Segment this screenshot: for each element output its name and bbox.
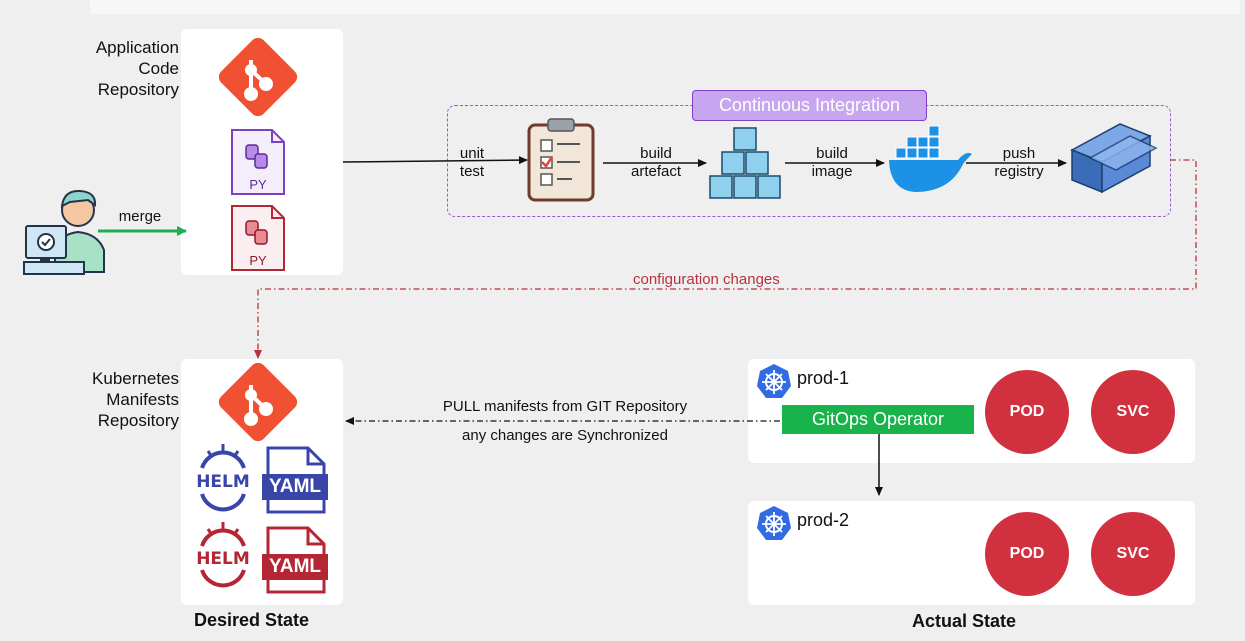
prod-1-label: prod-1	[797, 368, 850, 388]
python-file-icon-red	[231, 205, 285, 271]
yaml-file-icon-red	[262, 526, 328, 594]
yaml-file-icon-blue	[262, 446, 328, 514]
config-changes-line	[254, 159, 1197, 359]
developer-icon	[23, 189, 105, 275]
prod-2-label: prod-2	[797, 510, 850, 530]
git-branch-icon-app	[244, 60, 273, 101]
helm-icon-red: HELM	[196, 522, 250, 588]
config-changes-label: configuration changes	[633, 271, 780, 288]
top-band	[90, 0, 1240, 14]
helm-icon-blue: HELM	[196, 444, 250, 512]
git-branch-icon-k8s	[244, 385, 273, 426]
pull-text-line1: PULL manifests from GIT Repository	[442, 398, 688, 415]
clipboard-icon	[527, 118, 595, 202]
py-label-purple: PY	[249, 177, 267, 192]
svc-circle-prod2: SVC	[1091, 512, 1175, 596]
py-label-red: PY	[249, 253, 267, 268]
app-repo-label: Application Code Repository	[95, 38, 179, 99]
helm-label-blue: HELM	[196, 472, 250, 492]
helm-label-red: HELM	[196, 549, 250, 569]
yaml-label-red: YAML	[268, 556, 322, 577]
kubernetes-icon-prod2	[757, 506, 791, 540]
ci-title: Continuous Integration	[692, 90, 927, 121]
k8s-repo-label: Kubernetes Manifests Repository	[92, 369, 179, 430]
merge-label: merge	[118, 208, 162, 225]
actual-state-label: Actual State	[912, 611, 1017, 631]
pod-circle-prod2: POD	[985, 512, 1069, 596]
docker-icon	[889, 125, 972, 192]
kubernetes-icon-prod1	[757, 364, 791, 398]
registry-containers-icon	[1070, 123, 1158, 194]
desired-state-label: Desired State	[194, 610, 310, 630]
pod-circle-prod1: POD	[985, 370, 1069, 454]
artefact-cubes-icon	[709, 127, 781, 199]
yaml-label-blue: YAML	[268, 476, 322, 497]
pull-text-line2: any changes are Synchronized	[462, 427, 668, 444]
svc-circle-prod1: SVC	[1091, 370, 1175, 454]
repo-to-ci-arrow	[342, 156, 528, 165]
python-file-icon-purple	[231, 129, 285, 195]
gitops-operator-box: GitOps Operator	[782, 405, 974, 434]
